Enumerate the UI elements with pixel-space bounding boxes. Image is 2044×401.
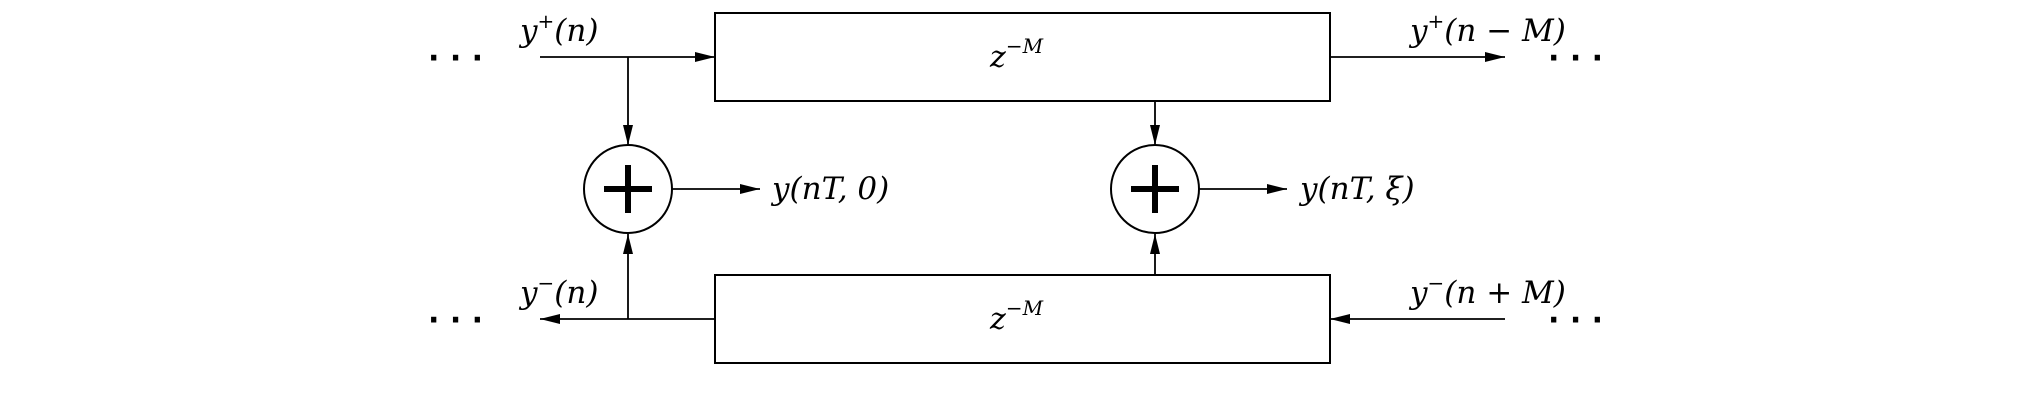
delay-box-top — [714, 12, 1331, 102]
adder-right — [1110, 144, 1200, 234]
label-top-left: y+(n) — [518, 9, 598, 49]
ellipsis-bottom-left: · · · — [428, 303, 483, 338]
ellipsis-top-left: · · · — [428, 41, 483, 76]
label-output-right: y(nT, ξ) — [1298, 171, 1415, 207]
ellipsis-bottom-right: · · · — [1548, 303, 1603, 338]
label-output-left: y(nT, 0) — [770, 171, 889, 207]
delay-label-bottom: z−M — [989, 296, 1044, 337]
label-bottom-right: y−(n + M) — [1408, 271, 1566, 311]
label-bottom-left: y−(n) — [518, 271, 598, 311]
label-top-right: y+(n − M) — [1408, 9, 1566, 49]
delay-label-top: z−M — [989, 34, 1044, 75]
ellipsis-top-right: · · · — [1548, 41, 1603, 76]
adder-left — [583, 144, 673, 234]
